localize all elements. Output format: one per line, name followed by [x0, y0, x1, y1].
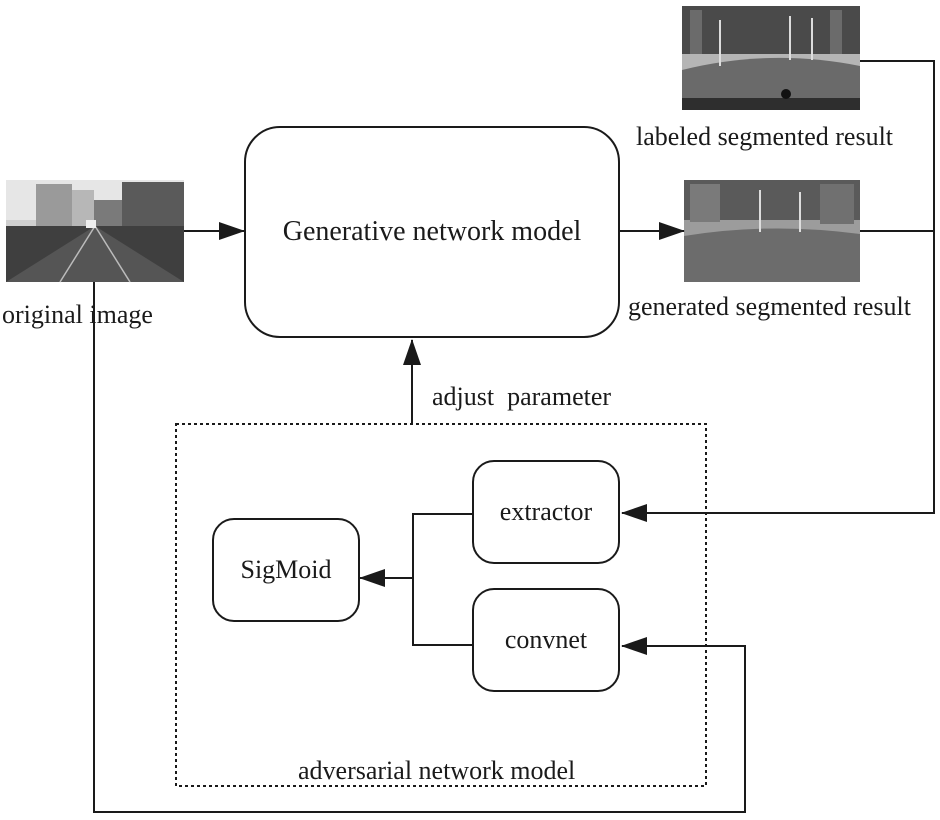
- extractor-box: extractor: [472, 460, 620, 564]
- original-image-label: original image: [2, 300, 153, 329]
- adjust-parameter-label: adjust parameter: [432, 382, 612, 411]
- adversarial-model-label: adversarial network model: [298, 756, 576, 785]
- generated-result-label: generated segmented result: [628, 292, 911, 321]
- connector-results-to-extractor: [621, 60, 935, 522]
- sigmoid-box: SigMoid: [212, 518, 360, 622]
- generative-network-box: Generative network model: [244, 126, 620, 338]
- connector-extractor-to-merge: [412, 513, 474, 646]
- convnet-box: convnet: [472, 588, 620, 692]
- labeled-result-thumbnail: [682, 6, 860, 110]
- adversarial-boundary: [175, 423, 707, 787]
- convnet-label: convnet: [504, 625, 588, 654]
- generated-result-thumbnail: [684, 180, 860, 282]
- extractor-label: extractor: [499, 497, 593, 526]
- original-image-thumbnail: [6, 180, 184, 283]
- generative-network-label: Generative network model: [282, 216, 582, 247]
- sigmoid-label: SigMoid: [240, 555, 332, 584]
- connector-original-to-convnet: [93, 282, 746, 813]
- labeled-result-label: labeled segmented result: [636, 122, 894, 151]
